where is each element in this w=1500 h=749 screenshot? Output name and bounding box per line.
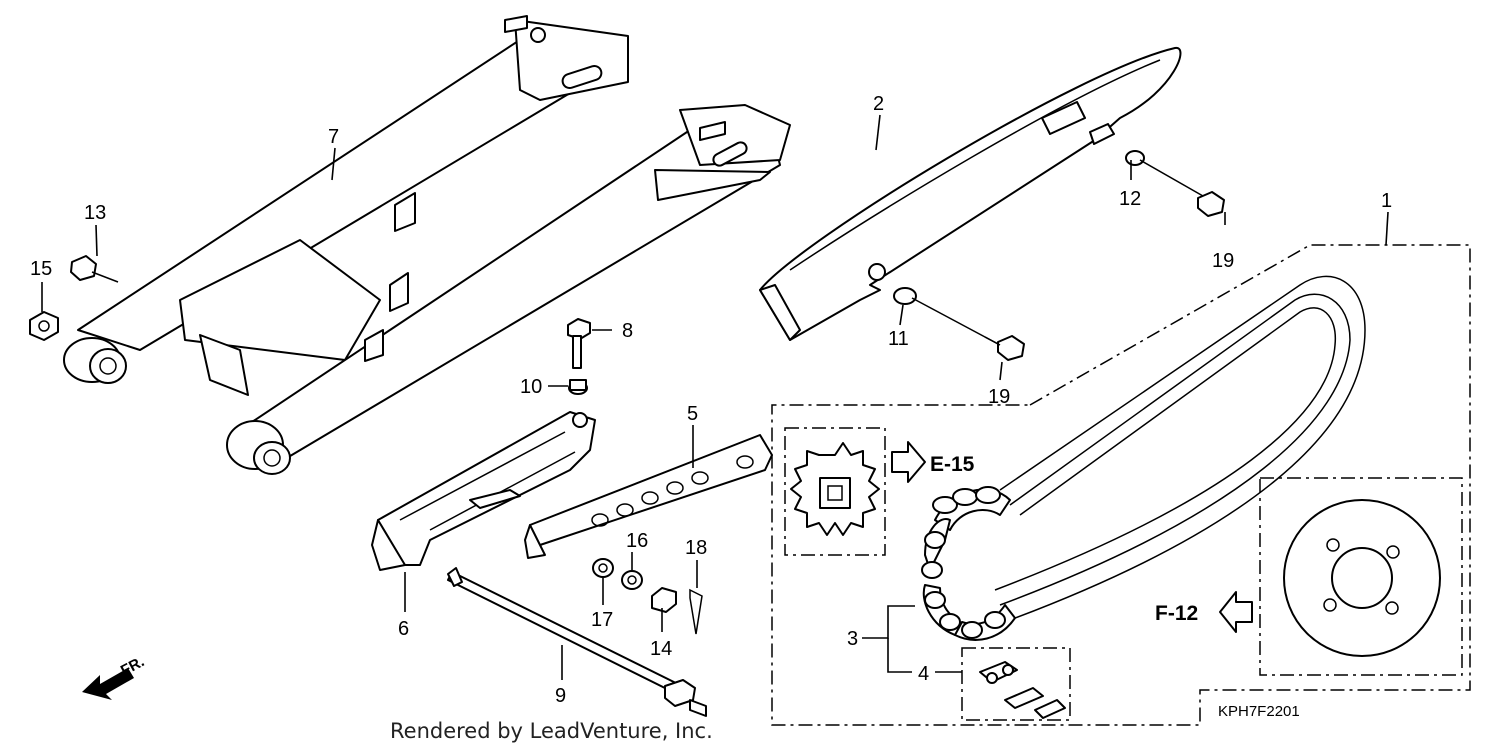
drawing-code: KPH7F2201 (1218, 703, 1300, 720)
callout-19-lower: 19 (988, 386, 1010, 408)
axle-part (447, 567, 707, 717)
nut-14-part (651, 587, 677, 613)
chain-master-link-part (979, 661, 1066, 719)
callout-5: 5 (687, 403, 698, 425)
callout-17: 17 (591, 609, 613, 631)
front-sprocket-box (784, 427, 886, 556)
drive-chain-part (921, 275, 1366, 641)
chain-case-washer-part (893, 150, 1145, 305)
callout-19-upper: 19 (1212, 250, 1234, 272)
pivot-nut-part (29, 311, 59, 341)
chain-slider-part (371, 411, 596, 571)
leader-lines (41, 114, 1389, 680)
washer-17-part (592, 558, 614, 578)
pivot-bolt-part (70, 255, 119, 283)
callout-13: 13 (84, 202, 106, 224)
callout-4: 4 (918, 663, 929, 685)
cotter-pin-part (689, 588, 703, 635)
washer-16-part (621, 570, 643, 590)
callout-3: 3 (847, 628, 858, 650)
chain-adjuster-part (524, 434, 773, 559)
callout-10: 10 (520, 376, 542, 398)
callout-12: 12 (1119, 188, 1141, 210)
rear-sprocket-ref-arrow (1219, 591, 1253, 633)
callout-7: 7 (328, 126, 339, 148)
front-sprocket-ref-arrow (891, 441, 926, 483)
callout-1: 1 (1381, 190, 1392, 212)
callout-6: 6 (398, 618, 409, 640)
chain-group-border (771, 244, 1471, 726)
callout-11: 11 (888, 328, 909, 350)
slider-collar-part (568, 379, 588, 395)
callout-16: 16 (626, 530, 648, 552)
chain-case-part (759, 46, 1182, 341)
rear-sprocket-box (1259, 477, 1463, 676)
callout-14: 14 (650, 638, 672, 660)
slider-bolt-part (567, 318, 591, 369)
front-direction-marker: FR. (82, 653, 147, 700)
callout-15: 15 (30, 258, 52, 280)
rear-sprocket-part (1283, 499, 1441, 657)
front-sprocket-part (790, 442, 880, 536)
callout-8: 8 (622, 320, 633, 342)
chain-case-bolt-part (911, 159, 1225, 361)
callout-labels: 1 2 3 4 5 6 7 8 9 10 11 12 13 14 15 16 1… (30, 93, 1392, 707)
callout-2: 2 (873, 93, 884, 115)
callout-18: 18 (685, 537, 707, 559)
swingarm-part (63, 15, 791, 475)
front-sprocket-ref: E-15 (930, 453, 975, 476)
callout-9: 9 (555, 685, 566, 707)
rear-sprocket-ref: F-12 (1155, 602, 1198, 625)
render-credit: Rendered by LeadVenture, Inc. (390, 719, 713, 743)
